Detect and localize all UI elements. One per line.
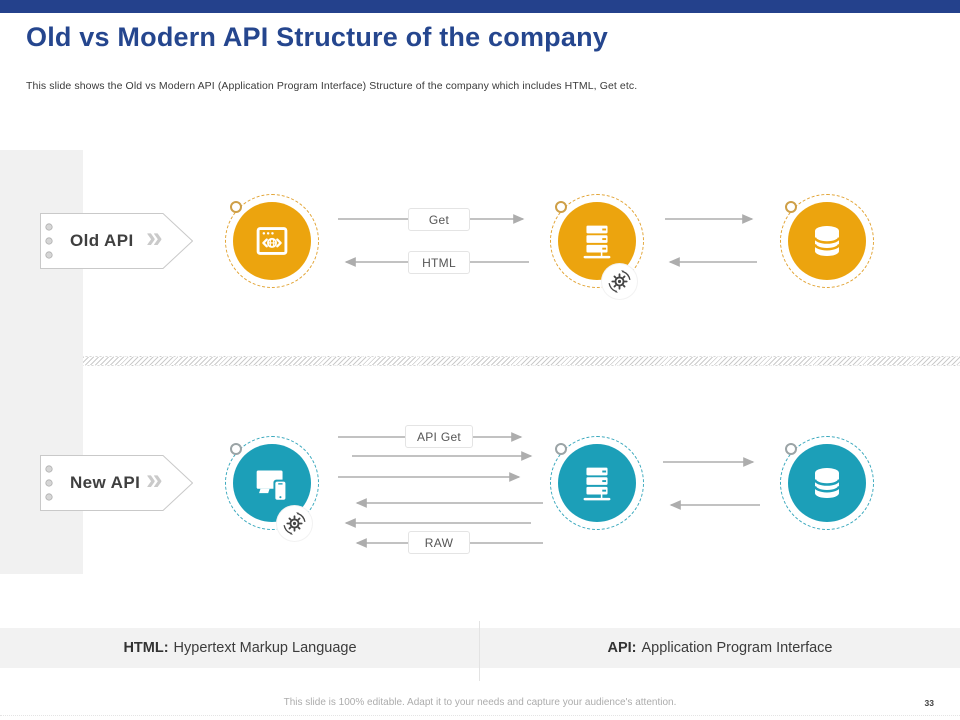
dashed-orbit-ring xyxy=(225,194,319,288)
sync-gear-icon xyxy=(608,270,631,293)
tag-arrow-shape xyxy=(40,455,194,511)
dashed-orbit-ring xyxy=(780,194,874,288)
devices-circle xyxy=(233,444,311,522)
browser-window-icon xyxy=(256,227,288,255)
dashed-orbit-ring xyxy=(780,436,874,530)
database-circle xyxy=(788,444,866,522)
server-icon xyxy=(583,467,611,501)
devices-icon xyxy=(256,470,288,502)
new-database-node xyxy=(780,436,874,530)
sync-gear-badge xyxy=(602,264,637,299)
definitions-band: HTML: Hypertext Markup Language API: App… xyxy=(0,621,960,681)
top-accent-bar xyxy=(0,0,960,13)
old-client-node xyxy=(225,194,319,288)
dashed-orbit-ring xyxy=(225,436,319,530)
orbit-dot xyxy=(555,443,567,455)
old-api-tag: Old API » xyxy=(40,213,194,269)
page-number: 33 xyxy=(924,698,934,708)
definition-term: API: xyxy=(607,640,637,656)
tag-arrow-shape xyxy=(40,213,194,269)
new-server-node xyxy=(550,436,644,530)
sync-gear-icon xyxy=(283,512,306,535)
server-circle xyxy=(558,444,636,522)
definition-term: HTML: xyxy=(123,640,169,656)
definition-meaning: Hypertext Markup Language xyxy=(173,640,357,656)
old-request-label-chip: Get xyxy=(408,208,470,231)
orbit-dot xyxy=(230,201,242,213)
server-icon xyxy=(583,225,611,259)
database-icon xyxy=(813,225,841,257)
old-response-label-chip: HTML xyxy=(408,251,470,274)
footer-note: This slide is 100% editable. Adapt it to… xyxy=(283,697,677,708)
orbit-dot xyxy=(785,201,797,213)
new-api-tag: New API » xyxy=(40,455,194,511)
orbit-dot xyxy=(230,443,242,455)
new-response-label-chip: RAW xyxy=(408,531,470,554)
database-icon xyxy=(813,467,841,499)
old-server-node xyxy=(550,194,644,299)
bottom-dotted-rule xyxy=(0,715,960,716)
definition-api: API: Application Program Interface xyxy=(480,628,960,668)
browser-circle xyxy=(233,202,311,280)
double-chevron-icon: » xyxy=(146,463,163,496)
dashed-orbit-ring xyxy=(550,436,644,530)
slide-title: Old vs Modern API Structure of the compa… xyxy=(26,22,608,52)
dashed-orbit-ring xyxy=(550,194,644,288)
orbit-dot xyxy=(785,443,797,455)
old-database-node xyxy=(780,194,874,288)
definitions-divider xyxy=(479,621,480,681)
section-divider-hatch xyxy=(83,356,960,366)
new-client-node xyxy=(225,436,319,541)
old-api-label: Old API xyxy=(70,231,134,250)
sync-gear-badge xyxy=(277,506,312,541)
orbit-dot xyxy=(555,201,567,213)
new-request-label-chip: API Get xyxy=(405,425,473,448)
slide-subtitle: This slide shows the Old vs Modern API (… xyxy=(26,80,638,92)
database-circle xyxy=(788,202,866,280)
definition-html: HTML: Hypertext Markup Language xyxy=(0,628,480,668)
double-chevron-icon: » xyxy=(146,221,163,254)
definition-meaning: Application Program Interface xyxy=(641,640,833,656)
server-circle xyxy=(558,202,636,280)
new-api-label: New API xyxy=(70,473,141,492)
